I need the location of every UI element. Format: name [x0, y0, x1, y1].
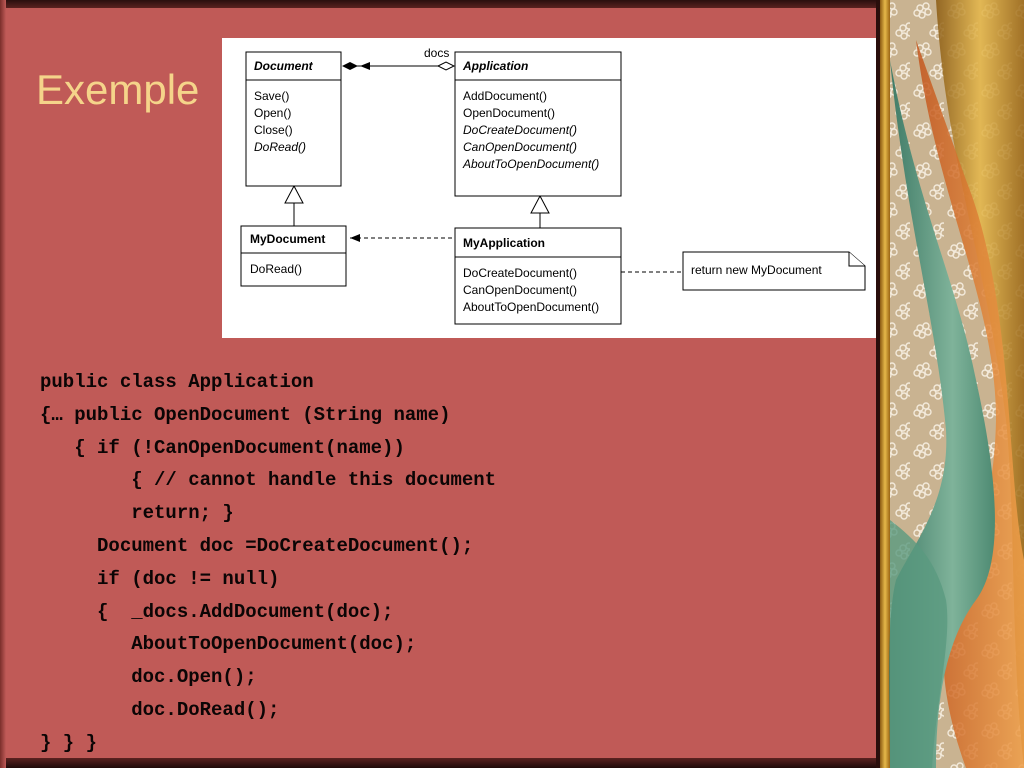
class-method: DoRead() [250, 262, 302, 276]
arrowhead-filled [360, 62, 370, 70]
code-line: if (doc != null) [40, 567, 280, 590]
class-method: DoRead() [254, 140, 306, 154]
class-method: AddDocument() [463, 89, 547, 103]
class-method: Save() [254, 89, 289, 103]
inheritance-triangle-application [530, 194, 550, 214]
class-name: Document [254, 59, 314, 73]
slide-title: Exemple [36, 66, 200, 113]
code-line: public class Application [40, 371, 314, 393]
code-line: { // cannot handle this document [40, 469, 497, 492]
top-border [0, 0, 880, 8]
class-name: MyDocument [250, 232, 325, 246]
code-line: doc.DoRead(); [40, 698, 280, 721]
association-label: docs [424, 46, 449, 60]
inheritance-triangle-document [284, 184, 304, 204]
bottom-border [0, 758, 880, 768]
class-method: OpenDocument() [463, 106, 555, 120]
class-mydocument: MyDocument DoRead() [240, 225, 347, 287]
class-name: Application [462, 59, 528, 73]
composition-diamond [342, 62, 358, 70]
code-line: return; } [40, 502, 234, 525]
code-listing: public class Application {… public OpenD… [40, 366, 496, 760]
note-text: return new MyDocument [691, 263, 822, 277]
class-method: Open() [254, 106, 291, 120]
class-method: AboutToOpenDocument() [462, 157, 599, 171]
class-method: CanOpenDocument() [463, 283, 577, 297]
code-line: Document doc =DoCreateDocument(); [40, 534, 474, 557]
code-line: { if (!CanOpenDocument(name)) [40, 436, 405, 459]
class-name: MyApplication [463, 236, 545, 250]
left-border [0, 0, 6, 768]
class-method: DoCreateDocument() [463, 266, 577, 280]
code-line: {… public OpenDocument (String name) [40, 403, 451, 426]
class-method: DoCreateDocument() [463, 123, 577, 137]
uml-diagram-canvas: docs Document Save() Open() Close() DoRe… [240, 46, 866, 325]
decorative-side-panel [876, 0, 1024, 768]
class-method: CanOpenDocument() [463, 140, 577, 154]
class-document: Document Save() Open() Close() DoRead() [245, 51, 342, 187]
class-method: AboutToOpenDocument() [463, 300, 599, 314]
uml-note: return new MyDocument [682, 251, 866, 291]
class-method: Close() [254, 123, 293, 137]
aggregation-diamond [436, 61, 456, 71]
dependency-arrowhead [350, 234, 360, 242]
code-line: doc.Open(); [40, 666, 257, 689]
class-myapplication: MyApplication DoCreateDocument() CanOpen… [454, 227, 622, 325]
class-application: Application AddDocument() OpenDocument()… [454, 51, 622, 197]
uml-class-diagram: docs Document Save() Open() Close() DoRe… [222, 38, 876, 338]
code-line: AboutToOpenDocument(doc); [40, 633, 417, 656]
code-line: } } } [40, 731, 98, 754]
code-line: { _docs.AddDocument(doc); [40, 600, 394, 623]
